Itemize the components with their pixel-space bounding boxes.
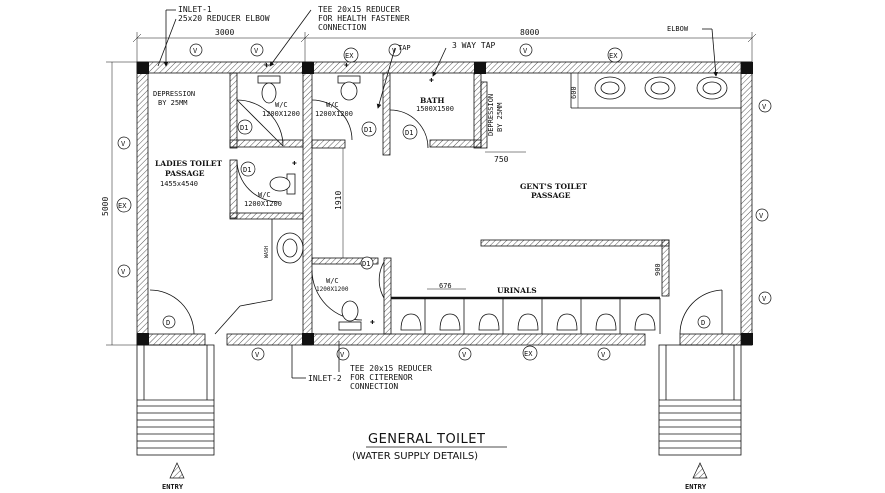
depression-right-1: DEPRESSION — [487, 94, 495, 136]
door-tag-d1: D1 — [362, 260, 370, 268]
callout-tee-bot-2: FOR CITERENOR — [350, 373, 413, 382]
exhaust-symbol: EX — [345, 52, 354, 60]
callout-three-way-tap: 3 WAY TAP — [452, 41, 496, 50]
door-tag-d1: D1 — [243, 166, 251, 174]
callout-tee-top-3: CONNECTION — [318, 23, 366, 32]
callout-tee-bot-1: TEE 20x15 REDUCER — [350, 364, 432, 373]
ladies-label-3: 1455x4540 — [160, 180, 198, 188]
svg-text:✚: ✚ — [370, 317, 375, 326]
depression-left-1: DEPRESSION — [153, 90, 195, 98]
bath-size: 1500X1500 — [416, 105, 454, 113]
wc-label-2: W/C — [326, 101, 339, 109]
entry-label-left: ENTRY — [162, 483, 184, 491]
exhaust-symbol: EX — [118, 202, 127, 210]
gents-label-2: PASSAGE — [531, 191, 571, 200]
entry-steps-left: ENTRY — [136, 344, 215, 491]
gents-label-1: GENT'S TOILET — [520, 182, 587, 191]
door-tag-d: D — [166, 319, 170, 327]
drawing-title: GENERAL TOILET — [368, 432, 485, 447]
svg-text:✚: ✚ — [429, 75, 434, 84]
wc-label-1: W/C — [275, 101, 288, 109]
wc-size-4: 1200X1200 — [316, 286, 349, 293]
door-tag-d1: D1 — [240, 124, 248, 132]
door-tags: D1 D1 D1 D1 D1 D D — [162, 119, 711, 329]
wc-label-4: W/C — [326, 277, 339, 285]
vent-symbol: V — [340, 351, 345, 359]
vent-symbol: V — [762, 103, 767, 111]
dim-height: 5000 — [101, 197, 110, 216]
callout-reducer-elbow: 25x20 REDUCER ELBOW — [178, 14, 270, 23]
door-tag-d1: D1 — [364, 126, 372, 134]
urinals-row — [400, 313, 656, 331]
vent-symbol: V — [254, 47, 259, 55]
entry-steps-right: ENTRY — [658, 344, 742, 491]
depression-right-2: BY 25MM — [496, 102, 504, 132]
door-tag-d: D — [701, 319, 705, 327]
vent-symbol: V — [255, 351, 260, 359]
drawing-subtitle: (WATER SUPPLY DETAILS) — [352, 451, 478, 462]
room-labels: DEPRESSION BY 25MM LADIES TOILET PASSAGE… — [153, 90, 587, 295]
entry-label-right: ENTRY — [685, 483, 707, 491]
dim-right-width: 8000 — [520, 28, 539, 37]
dim-depression-h: 600 — [570, 86, 578, 99]
svg-text:✚: ✚ — [344, 60, 349, 69]
vent-symbol: V — [121, 268, 126, 276]
ladies-label-1: LADIES TOILET — [155, 159, 222, 168]
dim-corridor: 1910 — [334, 191, 343, 210]
door-tag-d1: D1 — [405, 129, 413, 137]
vent-symbols: V V EX V V EX V EX V V V V V V V EX V — [116, 43, 772, 361]
wc-size-3: 1200X1200 — [244, 200, 282, 208]
left-dimension: 5000 — [101, 61, 137, 346]
callout-tee-top-2: FOR HEALTH FASTENER — [318, 14, 410, 23]
internal-dimensions: 1910 750 600 676 900 — [334, 73, 662, 290]
svg-text:✚: ✚ — [292, 158, 297, 167]
callout-inlet1: INLET-1 — [178, 5, 212, 14]
dim-left-width: 3000 — [215, 28, 234, 37]
callout-elbow: ELBOW — [667, 25, 689, 33]
fixtures: ✚ ✚ ✚ ✚ ✚ — [257, 60, 728, 331]
vent-symbol: V — [121, 140, 126, 148]
title-block: GENERAL TOILET (WATER SUPPLY DETAILS) — [352, 432, 507, 462]
dim-depression-w: 750 — [494, 155, 509, 164]
wc-label-3: W/C — [258, 191, 271, 199]
exhaust-symbol: EX — [609, 52, 618, 60]
vent-symbol: V — [523, 47, 528, 55]
callout-tee-bot-3: CONNECTION — [350, 382, 398, 391]
vent-symbol: V — [601, 351, 606, 359]
wc-size-1: 1200X1200 — [262, 110, 300, 118]
dim-right-wall: 900 — [654, 263, 662, 276]
wc-size-2: 1200X1200 — [315, 110, 353, 118]
callout-tee-top-1: TEE 20x15 REDUCER — [318, 5, 400, 14]
vent-symbol: V — [759, 212, 764, 220]
callouts: INLET-1 25x20 REDUCER ELBOW TEE 20x15 RE… — [157, 5, 719, 391]
vent-symbol: V — [462, 351, 467, 359]
top-dimensions: 3000 8000 — [132, 28, 757, 62]
wash-label: WASH — [264, 246, 270, 258]
depression-left-2: BY 25MM — [158, 99, 188, 107]
callout-tap: TAP — [398, 44, 411, 52]
svg-text:✚: ✚ — [264, 60, 269, 69]
vent-symbol: V — [193, 47, 198, 55]
bath-label: BATH — [420, 96, 444, 105]
ladies-label-2: PASSAGE — [165, 169, 205, 178]
callout-inlet2: INLET-2 — [308, 374, 342, 383]
exhaust-symbol: EX — [524, 350, 533, 358]
interior-walls — [214, 61, 741, 346]
urinals-label: URINALS — [497, 286, 537, 295]
dim-urinal-spacing: 676 — [439, 282, 452, 290]
vent-symbol: V — [762, 295, 767, 303]
